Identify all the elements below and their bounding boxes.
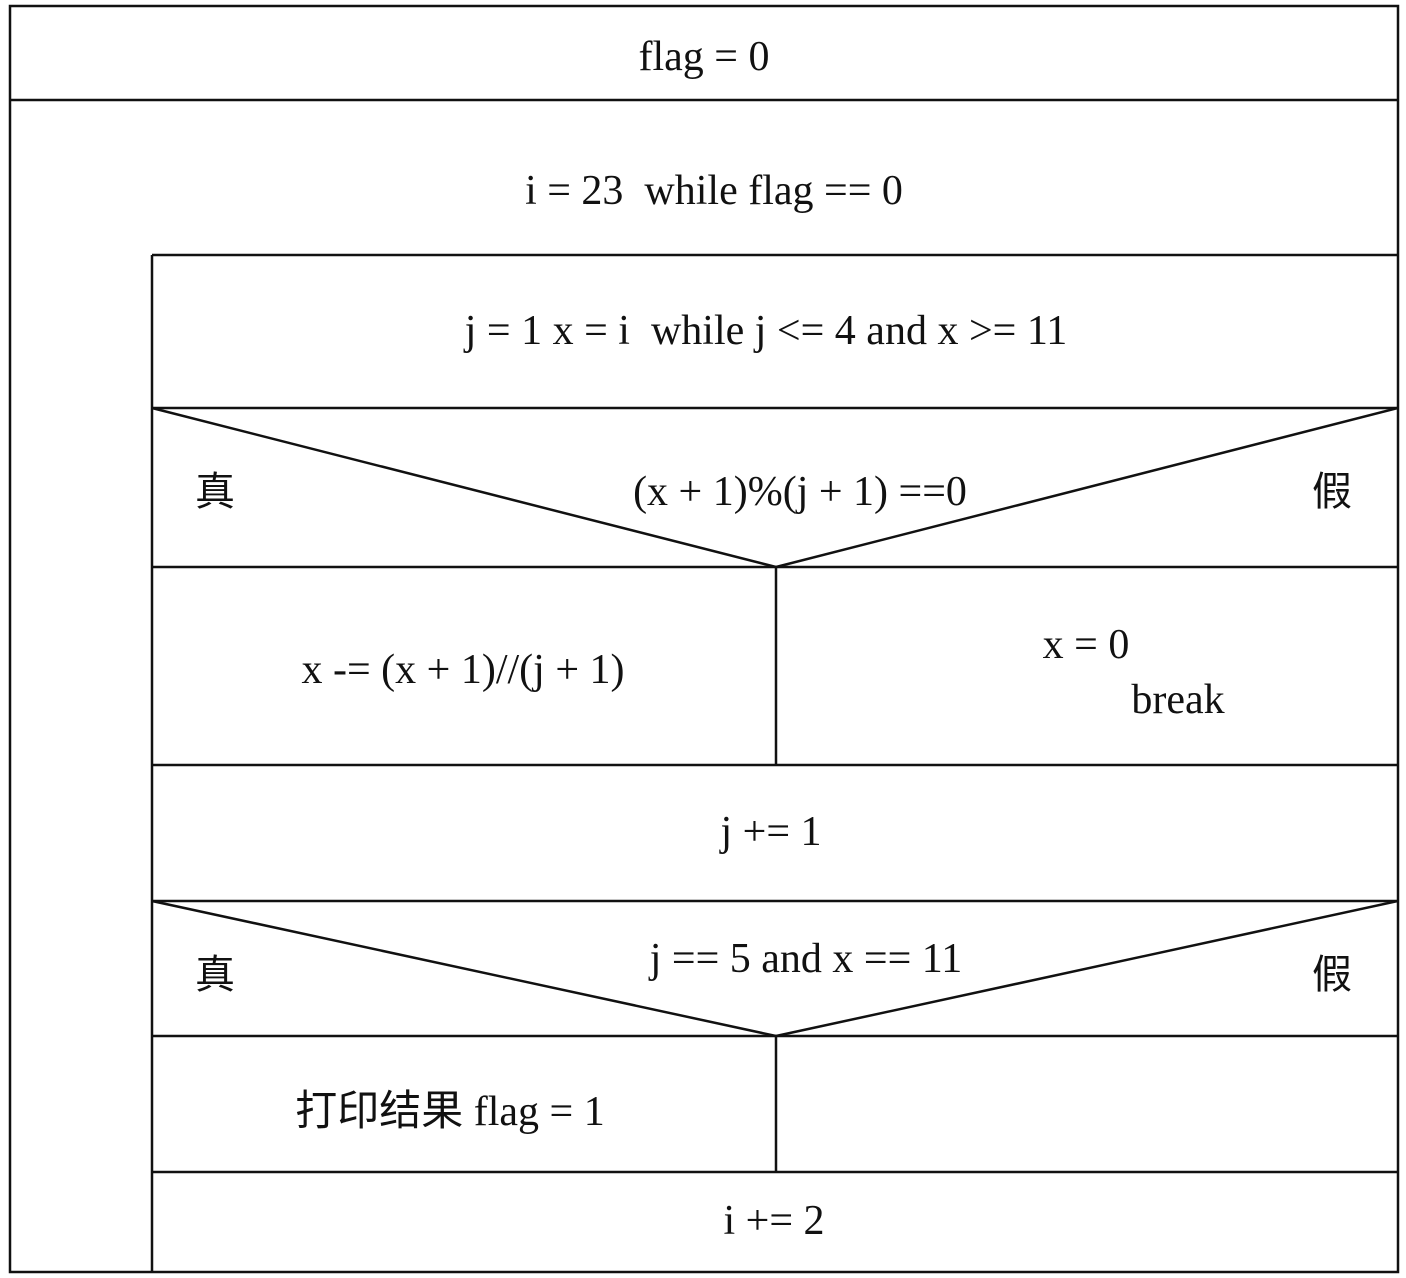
cond2-right-diagonal — [775, 899, 1399, 1038]
cond2-true-label: 真 — [195, 952, 235, 998]
cond1-left-diagonal — [151, 406, 777, 569]
cond1-condition: (x + 1)%(j + 1) ==0 — [633, 469, 967, 515]
cond1-false-label: 假 — [1312, 469, 1352, 515]
cond1-true-branch: x -= (x + 1)//(j + 1) — [302, 647, 625, 693]
init-statement: flag = 0 — [639, 34, 770, 80]
cond2-true-branch: 打印结果 flag = 1 — [295, 1089, 604, 1135]
cond2-false-label: 假 — [1312, 952, 1352, 998]
i-increment: i += 2 — [723, 1198, 824, 1244]
cond1-false-branch-line2: break — [1131, 677, 1224, 723]
inner-loop-header: j = 1 x = i while j <= 4 and x >= 11 — [463, 308, 1068, 354]
cond1-right-diagonal — [775, 406, 1399, 569]
j-increment: j += 1 — [718, 809, 821, 855]
cond2-condition: j == 5 and x == 11 — [648, 936, 963, 982]
outer-loop-header: i = 23 while flag == 0 — [525, 168, 903, 214]
outer-frame — [8, 4, 1400, 1274]
cond1-false-branch-line1: x = 0 — [1043, 622, 1130, 668]
cond2-left-diagonal — [151, 899, 777, 1038]
cond1-true-label: 真 — [195, 469, 235, 515]
